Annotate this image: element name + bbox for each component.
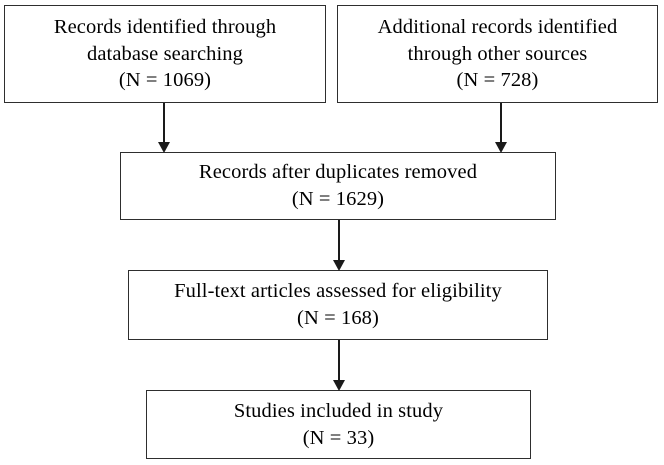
box-label-duplicates-removed: Records after duplicates removed (N = 16… xyxy=(198,161,478,210)
arrow-down-icon-database-to-duplicates xyxy=(157,103,171,153)
box-studies-included-in-study: Studies included in study (N = 33) xyxy=(146,390,531,459)
arrow-stem xyxy=(338,220,340,262)
box-label-other-sources: Additional records identified through ot… xyxy=(377,16,618,92)
box-fulltext-articles-assessed-eligibility: Full-text articles assessed for eligibil… xyxy=(128,270,548,340)
box-label-fulltext-assessed: Full-text articles assessed for eligibil… xyxy=(174,280,502,329)
arrow-stem xyxy=(500,103,502,144)
arrow-down-icon-fulltext-to-included xyxy=(332,340,346,391)
box-additional-records-other-sources: Additional records identified through ot… xyxy=(337,5,658,103)
box-records-after-duplicates-removed: Records after duplicates removed (N = 16… xyxy=(120,152,556,220)
box-records-identified-database-searching: Records identified through database sear… xyxy=(4,5,326,103)
box-label-studies-included: Studies included in study (N = 33) xyxy=(233,399,444,449)
arrow-stem xyxy=(338,340,340,382)
arrow-down-icon-duplicates-to-fulltext xyxy=(332,220,346,271)
box-label-database-search: Records identified through database sear… xyxy=(53,16,277,92)
arrow-down-icon-other-sources-to-duplicates xyxy=(494,103,508,153)
arrow-stem xyxy=(163,103,165,144)
